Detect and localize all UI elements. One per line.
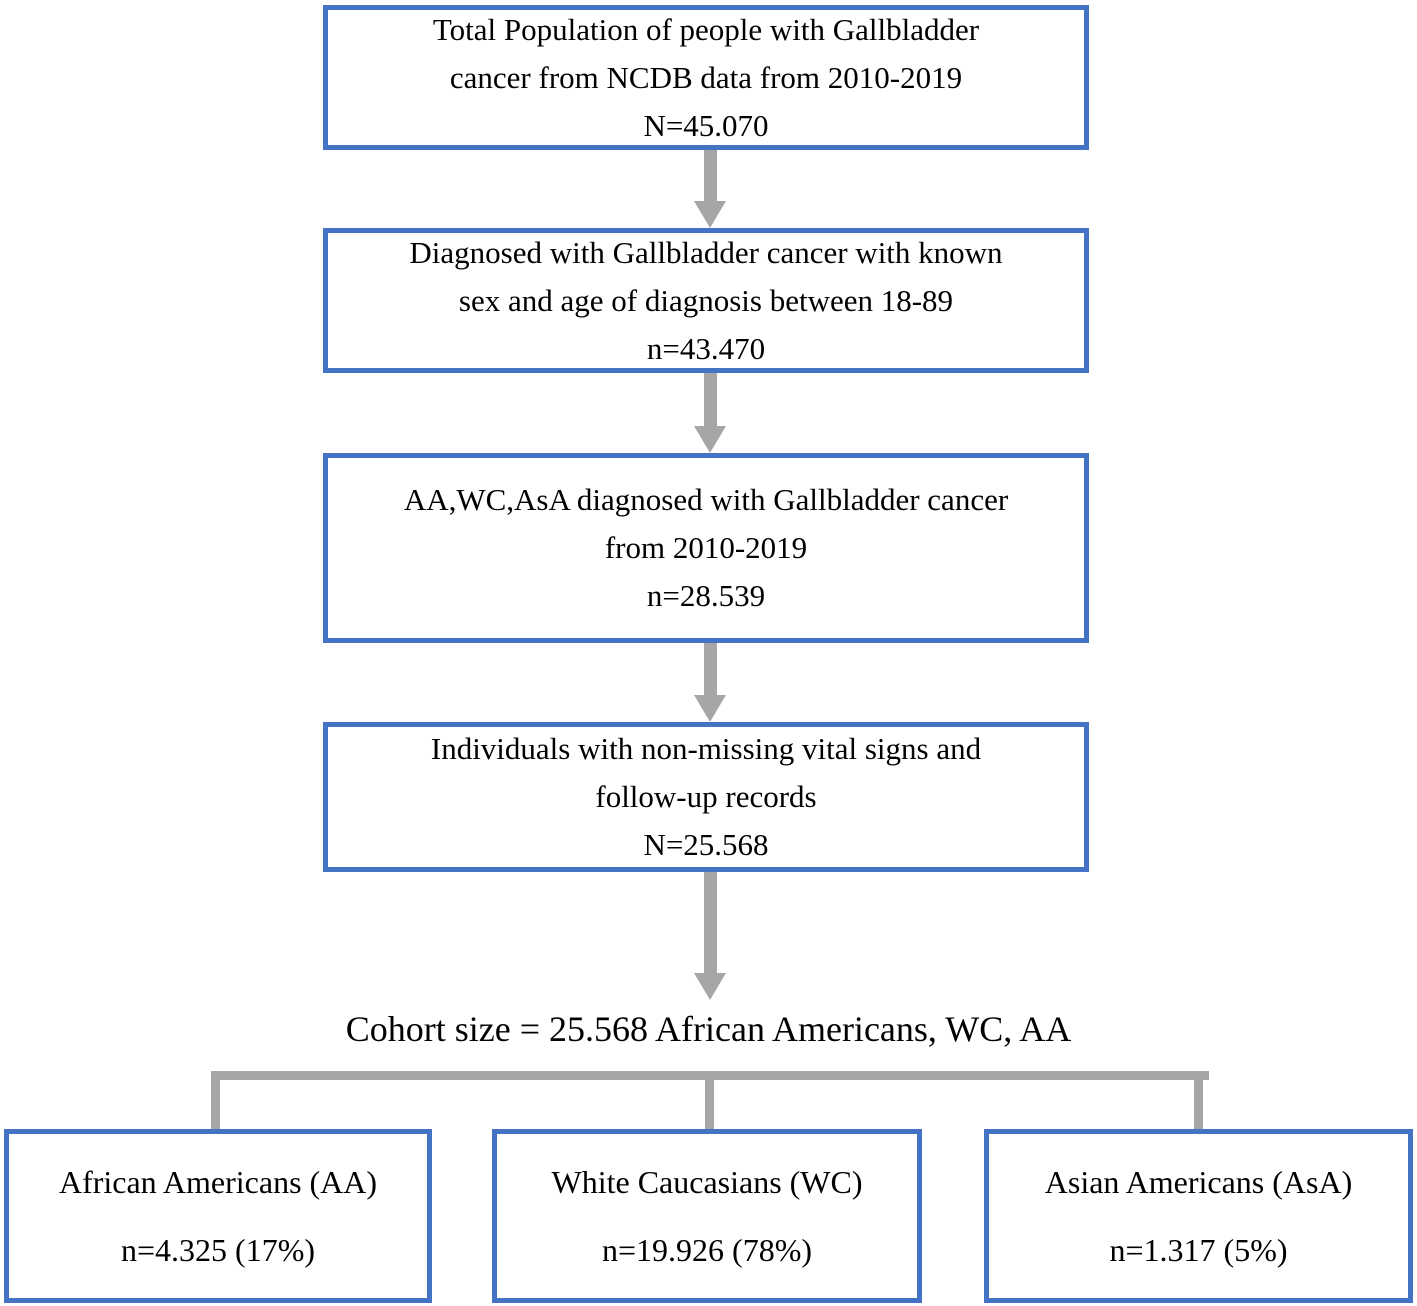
branch-connector-middle <box>705 1071 714 1129</box>
group-box-african-americans-title: African Americans (AA) <box>58 1164 378 1200</box>
group-box-white-caucasians: White Caucasians (WC) n=19.926 (78%) <box>492 1129 922 1303</box>
group-box-asian-americans-count: n=1.317 (5%) <box>1109 1232 1288 1268</box>
cohort-size-label: Cohort size = 25.568 African Americans, … <box>345 1009 1072 1049</box>
flow-box-diagnosed-known-sex-age-text: Diagnosed with Gallbladder cancer with k… <box>409 234 1003 366</box>
branch-connector-right <box>1194 1071 1203 1129</box>
down-arrow-3-head <box>694 695 726 722</box>
down-arrow-1-stem <box>703 150 717 201</box>
down-arrow-3-stem <box>703 643 717 695</box>
down-arrow-4 <box>694 872 726 1000</box>
down-arrow-1-head <box>694 201 726 228</box>
down-arrow-2-stem <box>703 373 717 426</box>
group-box-white-caucasians-count: n=19.926 (78%) <box>601 1232 812 1268</box>
branch-connector-left <box>211 1071 220 1129</box>
flow-box-race-groups-diagnosed: AA,WC,AsA diagnosed with Gallbladder can… <box>323 453 1089 643</box>
down-arrow-2 <box>694 373 726 453</box>
flow-box-diagnosed-known-sex-age: Diagnosed with Gallbladder cancer with k… <box>323 228 1089 373</box>
group-box-african-americans: African Americans (AA) n=4.325 (17%) <box>4 1129 432 1303</box>
down-arrow-2-head <box>694 426 726 453</box>
flow-box-total-population: Total Population of people with Gallblad… <box>323 5 1089 150</box>
flow-box-non-missing-vitals-text: Individuals with non-missing vital signs… <box>430 731 982 862</box>
flow-box-race-groups-diagnosed-text: AA,WC,AsA diagnosed with Gallbladder can… <box>403 482 1009 613</box>
down-arrow-1 <box>694 150 726 228</box>
flow-box-total-population-text: Total Population of people with Gallblad… <box>432 11 980 143</box>
flow-box-non-missing-vitals: Individuals with non-missing vital signs… <box>323 722 1089 872</box>
group-box-asian-americans-title: Asian Americans (AsA) <box>1044 1164 1353 1200</box>
down-arrow-4-stem <box>703 872 717 973</box>
group-box-asian-americans: Asian Americans (AsA) n=1.317 (5%) <box>984 1129 1413 1303</box>
down-arrow-4-head <box>694 973 726 1000</box>
down-arrow-3 <box>694 643 726 722</box>
group-box-white-caucasians-title: White Caucasians (WC) <box>551 1164 863 1200</box>
group-box-african-americans-count: n=4.325 (17%) <box>120 1232 315 1268</box>
